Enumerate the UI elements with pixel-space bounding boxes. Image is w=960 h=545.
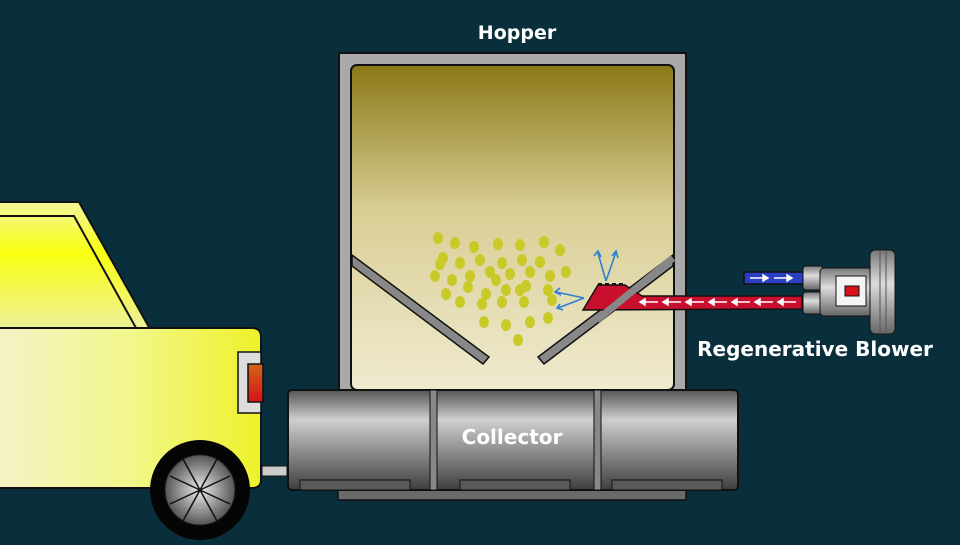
particles bbox=[430, 232, 571, 346]
particle bbox=[477, 298, 487, 310]
airflow-arrow-icon bbox=[553, 249, 619, 311]
blower-label: Regenerative Blower bbox=[697, 337, 933, 361]
particle bbox=[497, 257, 507, 269]
particle bbox=[430, 270, 440, 282]
particle bbox=[525, 266, 535, 278]
particle bbox=[513, 334, 523, 346]
particle bbox=[469, 241, 479, 253]
particle bbox=[517, 254, 527, 266]
particle bbox=[479, 316, 489, 328]
particle bbox=[535, 256, 545, 268]
particle bbox=[543, 284, 553, 296]
collector-label: Collector bbox=[461, 425, 563, 449]
particle bbox=[455, 257, 465, 269]
particle bbox=[539, 236, 549, 248]
return-pipe bbox=[743, 271, 807, 285]
airflow-arrow-icon bbox=[750, 273, 794, 283]
hopper-icon bbox=[338, 52, 687, 394]
particle bbox=[501, 319, 511, 331]
particle bbox=[435, 258, 445, 270]
supply-pipe bbox=[581, 283, 803, 311]
particle bbox=[515, 239, 525, 251]
particle bbox=[455, 296, 465, 308]
particle bbox=[525, 316, 535, 328]
particle bbox=[501, 284, 511, 296]
particle bbox=[547, 294, 557, 306]
particle bbox=[441, 288, 451, 300]
particle bbox=[493, 238, 503, 250]
particle bbox=[505, 268, 515, 280]
particle bbox=[433, 232, 443, 244]
hopper-label: Hopper bbox=[477, 22, 557, 44]
particle bbox=[491, 274, 501, 286]
particle bbox=[497, 296, 507, 308]
car-icon bbox=[0, 201, 288, 540]
particle bbox=[485, 266, 495, 278]
particle bbox=[561, 266, 571, 278]
particle bbox=[519, 296, 529, 308]
regenerative-blower-icon bbox=[802, 249, 896, 335]
particle bbox=[545, 270, 555, 282]
particle bbox=[447, 274, 457, 286]
particle bbox=[555, 244, 565, 256]
particle bbox=[475, 254, 485, 266]
particle bbox=[481, 288, 491, 300]
particle bbox=[543, 312, 553, 324]
particle bbox=[515, 284, 525, 296]
particle bbox=[465, 270, 475, 282]
airflow-arrow-icon bbox=[638, 297, 796, 307]
particle bbox=[450, 237, 460, 249]
particle bbox=[463, 281, 473, 293]
collector-icon bbox=[287, 389, 739, 501]
